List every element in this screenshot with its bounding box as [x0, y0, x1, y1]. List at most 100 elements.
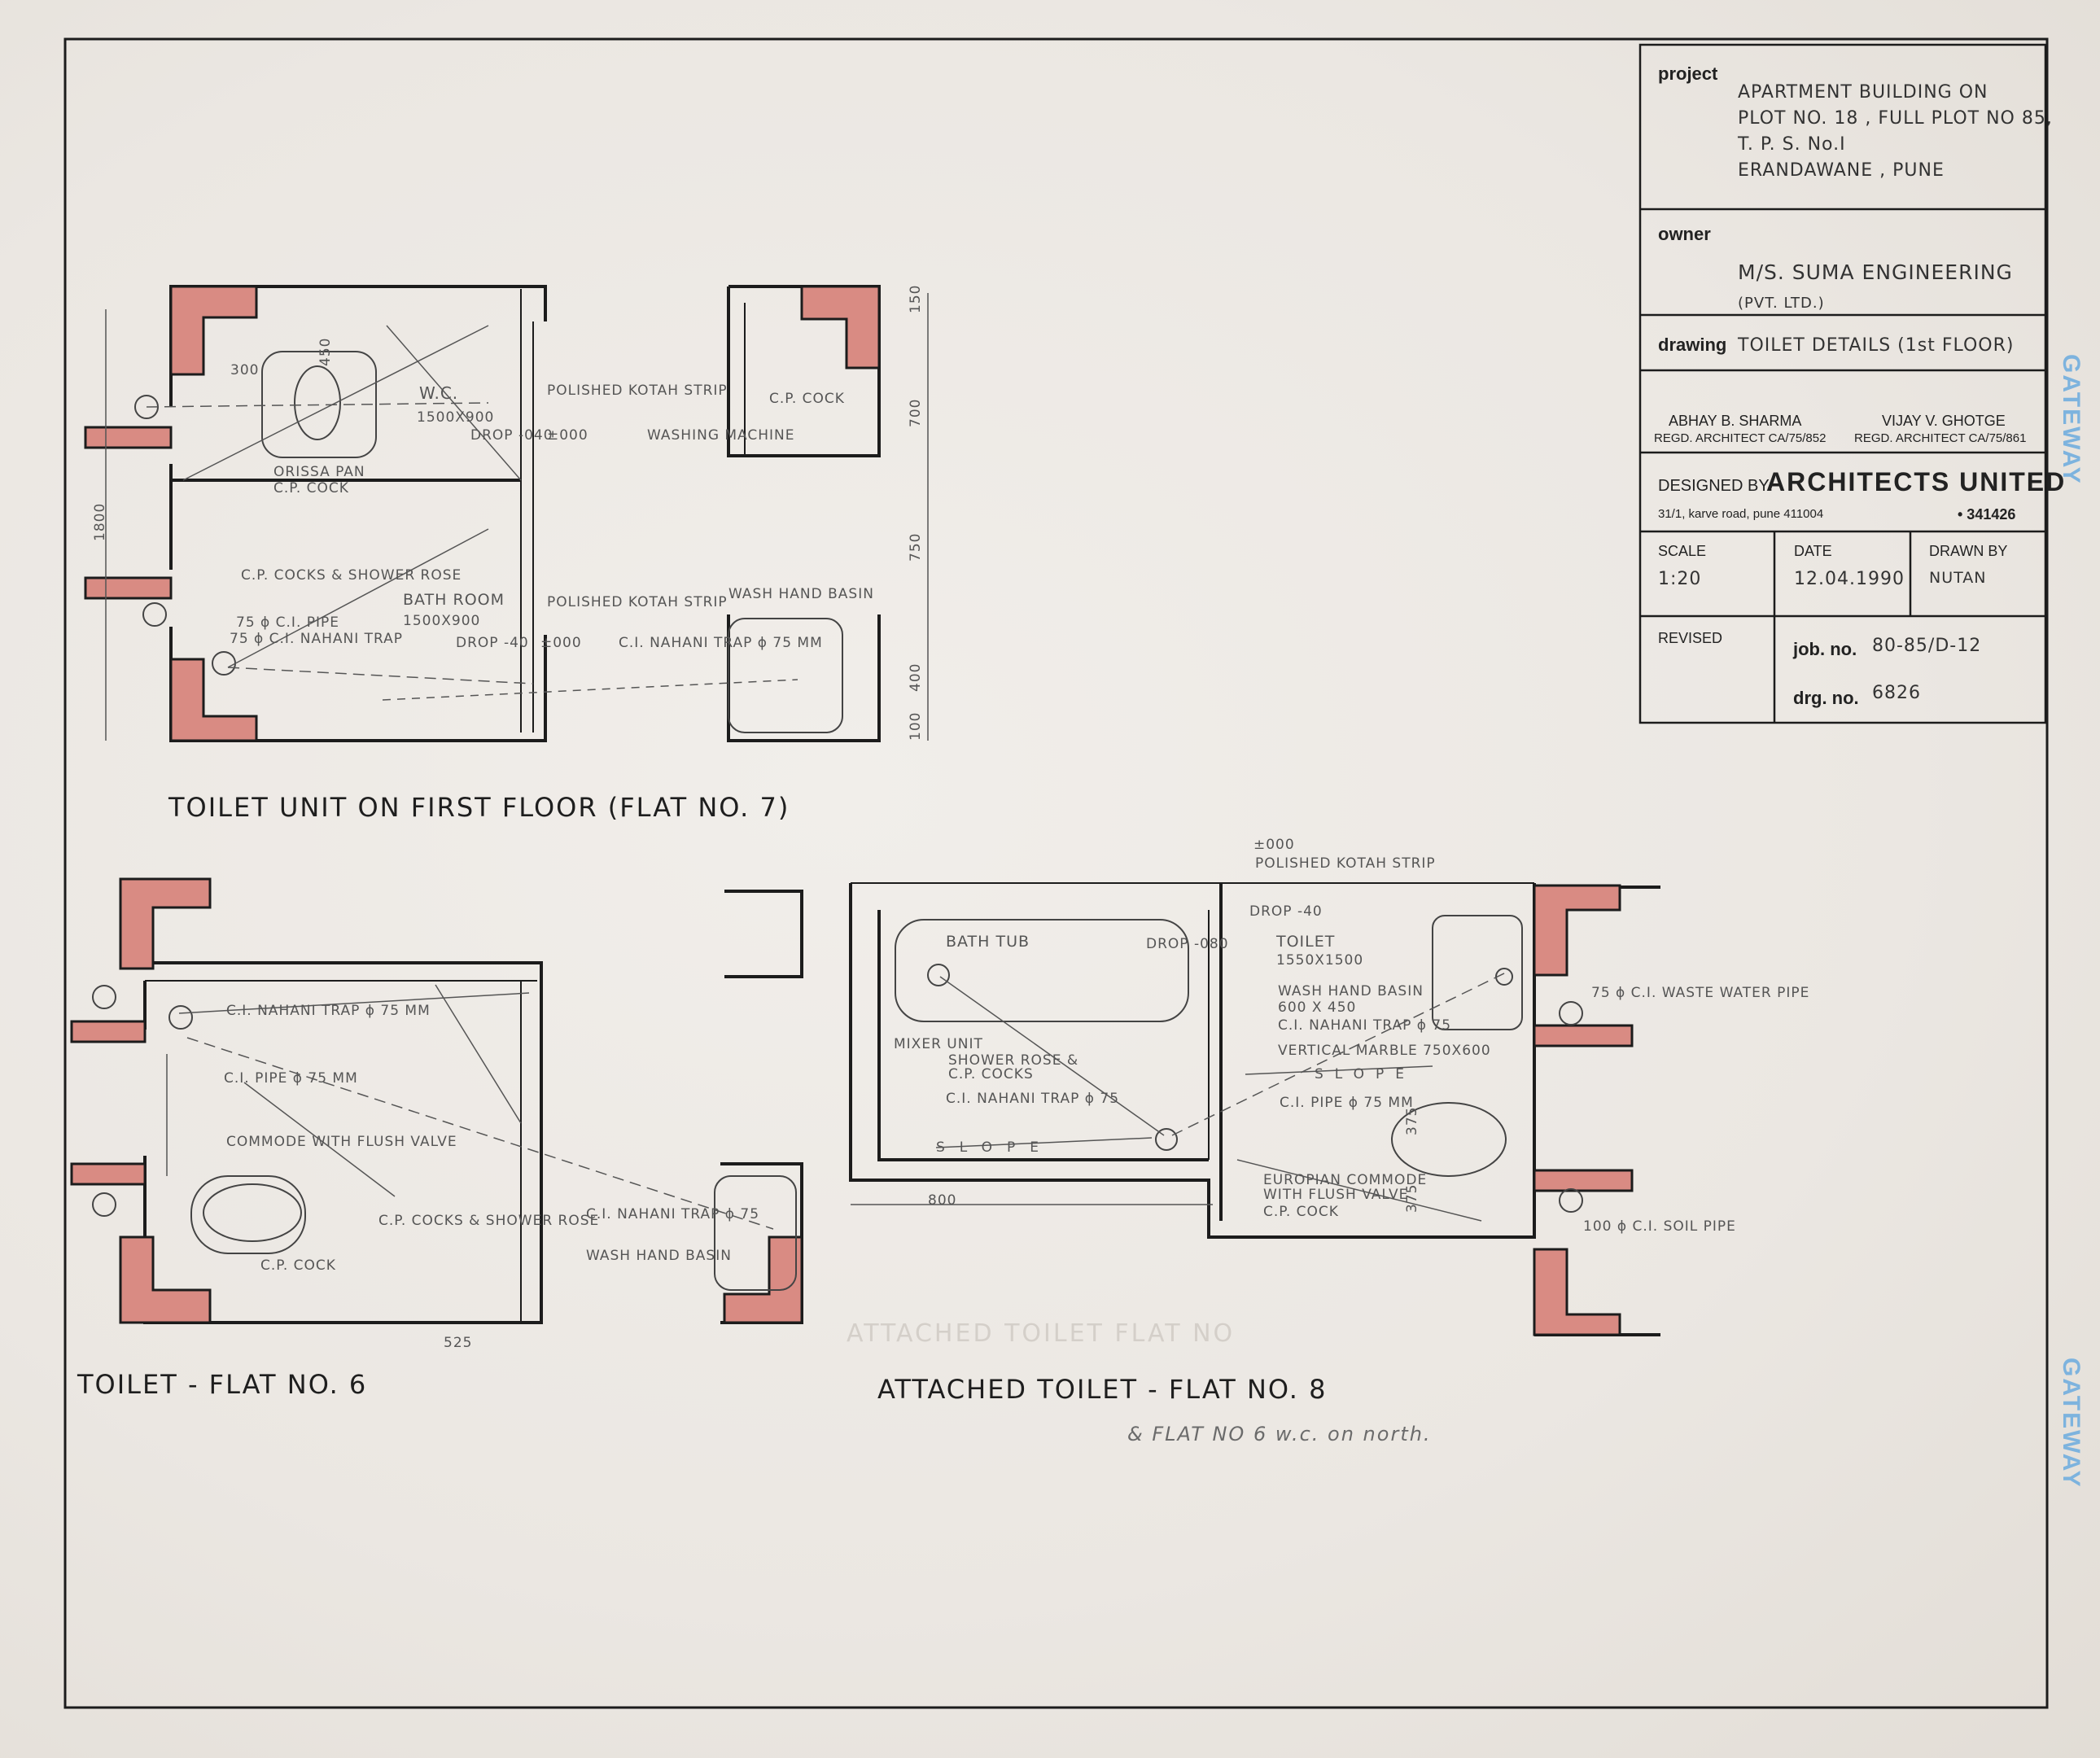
f8-shower-rose: SHOWER ROSE & [948, 1052, 1078, 1069]
job-no-label: job. no. [1792, 639, 1857, 659]
f6-cp-cocks: C.P. COCKS & SHOWER ROSE [378, 1213, 599, 1229]
f8-dim-800: 800 [928, 1192, 956, 1209]
f7-dim-150: 150 [908, 285, 924, 313]
f8-dim-375-2: 375 [1404, 1184, 1420, 1213]
f7-pm-2: ±000 [540, 635, 582, 651]
f7-pm-1: ±000 [547, 427, 588, 444]
f6-cp-cock: C.P. COCK [260, 1257, 336, 1274]
f7-kotah-1: POLISHED KOTAH STRIP [547, 383, 728, 399]
firm-phone: • 341426 [1958, 506, 2015, 523]
drg-no-label: drg. no. [1793, 688, 1859, 708]
f7-bath-size: 1500X900 [403, 613, 480, 629]
f8-slope-2: SLOPE [1315, 1066, 1415, 1082]
f7-dim-700: 700 [908, 399, 924, 427]
f7-dim-100: 100 [908, 712, 924, 741]
title-block-text: project APARTMENT BUILDING ON PLOT NO. 1… [1654, 63, 2066, 708]
f7-cp-cock-2: C.P. COCK [273, 480, 349, 496]
f7-wash-basin: WASH HAND BASIN [728, 586, 874, 602]
project-line-1: APARTMENT BUILDING ON [1738, 82, 1988, 103]
f8-dim-375-1: 375 [1404, 1107, 1420, 1135]
architect-1-reg: REGD. ARCHITECT CA/75/852 [1654, 431, 1826, 445]
f8-wash-basin: WASH HAND BASIN [1278, 983, 1424, 999]
f7-ci-pipe: 75 ɸ C.I. PIPE [236, 614, 339, 631]
f8-european-commode: EUROPIAN COMMODE [1263, 1172, 1427, 1188]
project-line-2: PLOT NO. 18 , FULL PLOT NO 85, [1738, 108, 2053, 129]
f7-dim-750: 750 [908, 533, 924, 562]
project-label: project [1658, 63, 1718, 84]
f6-ci-pipe: C.I. PIPE ɸ 75 MM [224, 1070, 358, 1087]
f7-label-450: 450 [317, 338, 334, 366]
f8-vertical-marble: VERTICAL MARBLE 750X600 [1278, 1043, 1491, 1059]
f6-dim-525: 525 [444, 1335, 472, 1351]
f7-cp-cocks-shower: C.P. COCKS & SHOWER ROSE [241, 567, 462, 584]
scale-value: 1:20 [1658, 569, 1701, 589]
f7-dim-1800: 1800 [92, 503, 108, 541]
project-line-3: T. P. S. No.I [1737, 134, 1846, 155]
f8-cp-cock: C.P. COCK [1263, 1204, 1339, 1220]
date-label: DATE [1794, 543, 1832, 559]
f7-orissa-pan: ORISSA PAN [273, 464, 365, 480]
f7-drop-1: DROP -040 [470, 427, 553, 444]
f7-drop-2: DROP -40 [456, 635, 529, 651]
plan-flat-7: 300 450 W.C. 1500X900 POLISHED KOTAH STR… [84, 285, 929, 823]
f8-drop-080: DROP -080 [1146, 936, 1229, 952]
f6-wash-basin: WASH HAND BASIN [586, 1248, 732, 1264]
plan-flat-8: ±000 POLISHED KOTAH STRIP DROP -40 BATH … [724, 837, 1809, 1405]
f8-bath-tub: BATH TUB [946, 933, 1030, 951]
sheet-border [63, 37, 2049, 1709]
f8-flush-valve: WITH FLUSH VALVE [1263, 1187, 1408, 1203]
f6-nahani-trap-2: C.I. NAHANI TRAP ɸ 75 [586, 1206, 759, 1222]
flat-8-title: ATTACHED TOILET - FLAT NO. 8 [877, 1374, 1328, 1405]
project-line-4: ERANDAWANE , PUNE [1738, 160, 1945, 181]
f7-kotah-2: POLISHED KOTAH STRIP [547, 594, 728, 610]
architect-1-name: ABHAY B. SHARMA [1669, 413, 1801, 429]
title-block [1638, 43, 2047, 724]
drawn-by-value: NUTAN [1929, 569, 1986, 587]
f8-cp-cocks: C.P. COCKS [948, 1066, 1034, 1082]
architect-2-reg: REGD. ARCHITECT CA/75/861 [1854, 431, 2026, 445]
f7-bath-room: BATH ROOM [403, 591, 505, 609]
firm-name: ARCHITECTS UNITED [1766, 467, 2066, 496]
drg-no-value: 6826 [1872, 683, 1921, 703]
job-no-value: 80-85/D-12 [1872, 636, 1981, 656]
plan-flat-6: C.I. NAHANI TRAP ɸ 75 MM C.I. PIPE ɸ 75 … [70, 877, 803, 1400]
f8-kotah: POLISHED KOTAH STRIP [1255, 855, 1436, 872]
flat-6-title: TOILET - FLAT NO. 6 [77, 1369, 367, 1400]
drawing-value: TOILET DETAILS (1st FLOOR) [1737, 335, 2014, 356]
f8-mixer-unit: MIXER UNIT [894, 1036, 983, 1052]
f7-cp-cock-1: C.P. COCK [769, 391, 845, 407]
pencil-note: & FLAT NO 6 w.c. on north. [1127, 1423, 1432, 1445]
scale-label: SCALE [1658, 543, 1706, 559]
drawn-by-label: DRAWN BY [1929, 543, 2007, 559]
owner-label: owner [1658, 224, 1711, 244]
f8-toilet-size: 1550X1500 [1276, 952, 1363, 969]
firm-address: 31/1, karve road, pune 411004 [1658, 507, 1823, 521]
f8-drop-40: DROP -40 [1249, 903, 1323, 920]
f7-wc-size: 1500X900 [417, 409, 494, 426]
f8-waste-water-pipe: 75 ɸ C.I. WASTE WATER PIPE [1591, 985, 1809, 1001]
f8-toilet: TOILET [1275, 933, 1335, 951]
f8-pm: ±000 [1253, 837, 1295, 853]
f7-nahani-trap-2: C.I. NAHANI TRAP ɸ 75 MM [619, 635, 823, 651]
f8-nahani-trap-2: C.I. NAHANI TRAP ɸ 75 [946, 1091, 1119, 1107]
f8-basin-size: 600 X 450 [1278, 999, 1356, 1016]
gateway-stamp-top: GATEWAY [2058, 354, 2085, 485]
f8-slope-1: SLOPE [936, 1139, 1053, 1156]
f7-label-300: 300 [230, 362, 259, 378]
faint-erased-text: ATTACHED TOILET FLAT NO [847, 1319, 1235, 1348]
f7-wc: W.C. [419, 383, 458, 403]
date-value: 12.04.1990 [1794, 569, 1905, 589]
f7-nahani-trap: 75 ɸ C.I. NAHANI TRAP [230, 631, 403, 647]
flat-7-title: TOILET UNIT ON FIRST FLOOR (FLAT NO. 7) [168, 792, 790, 823]
f7-washing-machine: WASHING MACHINE [647, 427, 795, 444]
designed-by-label: DESIGNED BY: [1658, 477, 1773, 495]
owner-line-1: M/S. SUMA ENGINEERING [1738, 260, 2013, 284]
f7-dim-400: 400 [908, 663, 924, 692]
f6-commode: COMMODE WITH FLUSH VALVE [226, 1134, 457, 1150]
f8-nahani-trap-1: C.I. NAHANI TRAP ɸ 75 [1278, 1017, 1451, 1034]
drawing-label: drawing [1658, 335, 1726, 355]
revised-label: REVISED [1658, 630, 1722, 646]
owner-line-2: (PVT. LTD.) [1738, 295, 1825, 312]
